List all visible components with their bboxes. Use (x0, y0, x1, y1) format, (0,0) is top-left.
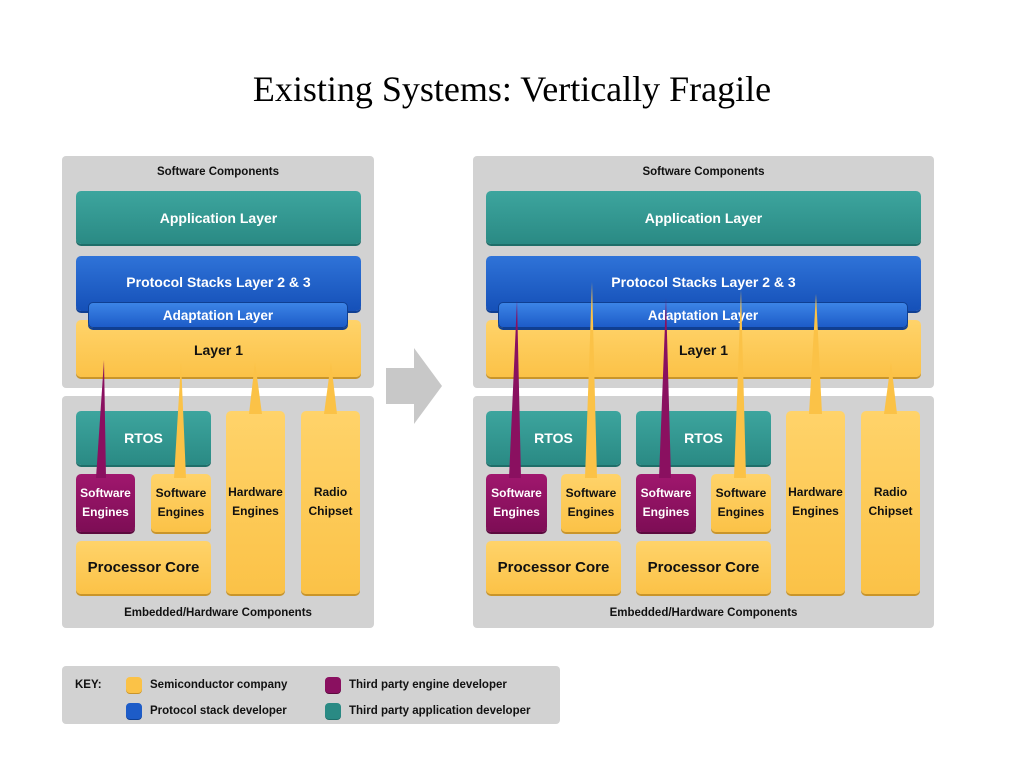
spike-purple-right-a (509, 300, 521, 478)
software-components-label: Software Components (156, 166, 280, 178)
adaptation-layer: Adaptation Layer (498, 302, 908, 328)
software-engines-yellow-line1: Software (155, 486, 207, 500)
protocol-stacks-layer: Protocol Stacks Layer 2 & 3 (486, 256, 921, 311)
software-engines-yellow: Software Engines (151, 474, 211, 532)
spike-purple-right-b (659, 298, 671, 478)
software-engines-purple-b: Software Engines (636, 474, 696, 532)
page-title: Existing Systems: Vertically Fragile (252, 69, 772, 109)
software-engines-line2: Engines (493, 505, 540, 519)
software-engines-line2: Engines (567, 505, 615, 519)
adaptation-layer: Adaptation Layer (88, 302, 348, 328)
swatch-application-developer (325, 703, 341, 719)
spike-yellow-left-2 (249, 362, 262, 414)
hardware-engines-line2: Engines (232, 504, 279, 518)
application-layer: Application Layer (76, 191, 361, 244)
software-engines-line1: Software (491, 486, 542, 500)
spike-yellow-right-b (734, 290, 746, 478)
software-engines-purple: Software Engines (76, 474, 135, 532)
radio-chipset-line1: Radio (313, 485, 348, 499)
software-engines-yellow-a: Software Engines (561, 474, 621, 532)
software-components-label: Software Components (642, 166, 765, 178)
swatch-semiconductor (126, 677, 142, 693)
transition-arrow-icon (386, 348, 442, 424)
key-semiconductor-label: Semiconductor company (150, 679, 288, 691)
layer-1: Layer 1 (486, 320, 921, 377)
software-engines-purple-a: Software Engines (486, 474, 547, 532)
swatch-protocol-stack (126, 703, 142, 719)
hardware-engines-line1: Hardware (788, 485, 843, 499)
key-protocol-stack-label: Protocol stack developer (150, 705, 287, 717)
processor-core-a: Processor Core (486, 541, 621, 594)
software-engines-line1: Software (715, 486, 767, 500)
software-engines-line1: Software (640, 486, 692, 500)
key-application-developer-label: Third party application developer (349, 705, 531, 717)
software-engines-line2: Engines (642, 505, 690, 519)
software-engines-purple-line2: Engines (82, 505, 129, 519)
embedded-components-label: Embedded/Hardware Components (124, 607, 312, 619)
software-engines-yellow-line2: Engines (157, 505, 205, 519)
radio-chipset-line2: Chipset (868, 504, 913, 518)
software-engines-yellow-b: Software Engines (711, 474, 771, 532)
application-layer: Application Layer (486, 191, 921, 244)
radio-chipset: Radio Chipset (301, 411, 360, 594)
software-engines-line2: Engines (717, 505, 765, 519)
layer-1: Layer 1 (76, 320, 361, 377)
radio-chipset-line2: Chipset (308, 504, 353, 518)
hardware-engines: Hardware Engines (226, 411, 285, 594)
spike-yellow-right-c (809, 294, 822, 414)
legend-key (62, 666, 560, 724)
software-engines-purple-line1: Software (80, 486, 131, 500)
processor-core-b: Processor Core (636, 541, 771, 594)
processor-core: Processor Core (76, 541, 211, 594)
key-engine-developer-label: Third party engine developer (349, 679, 507, 691)
spike-purple-left (96, 360, 106, 478)
spike-yellow-right-a (585, 282, 597, 478)
embedded-components-label: Embedded/Hardware Components (609, 607, 798, 619)
spike-yellow-right-d (884, 362, 897, 414)
software-engines-line1: Software (565, 486, 617, 500)
key-title: KEY: (75, 679, 102, 691)
hardware-engines-line2: Engines (792, 504, 839, 518)
radio-chipset: Radio Chipset (861, 411, 920, 594)
swatch-engine-developer (325, 677, 341, 693)
rtos-box-b: RTOS (636, 411, 771, 465)
spike-yellow-left-3 (324, 362, 337, 414)
hardware-engines-line1: Hardware (228, 485, 283, 499)
radio-chipset-line1: Radio (873, 485, 908, 499)
protocol-stacks-layer: Protocol Stacks Layer 2 & 3 (76, 256, 361, 311)
spike-yellow-left-1 (174, 362, 186, 478)
hardware-engines: Hardware Engines (786, 411, 845, 594)
rtos-box-a: RTOS (486, 411, 621, 465)
